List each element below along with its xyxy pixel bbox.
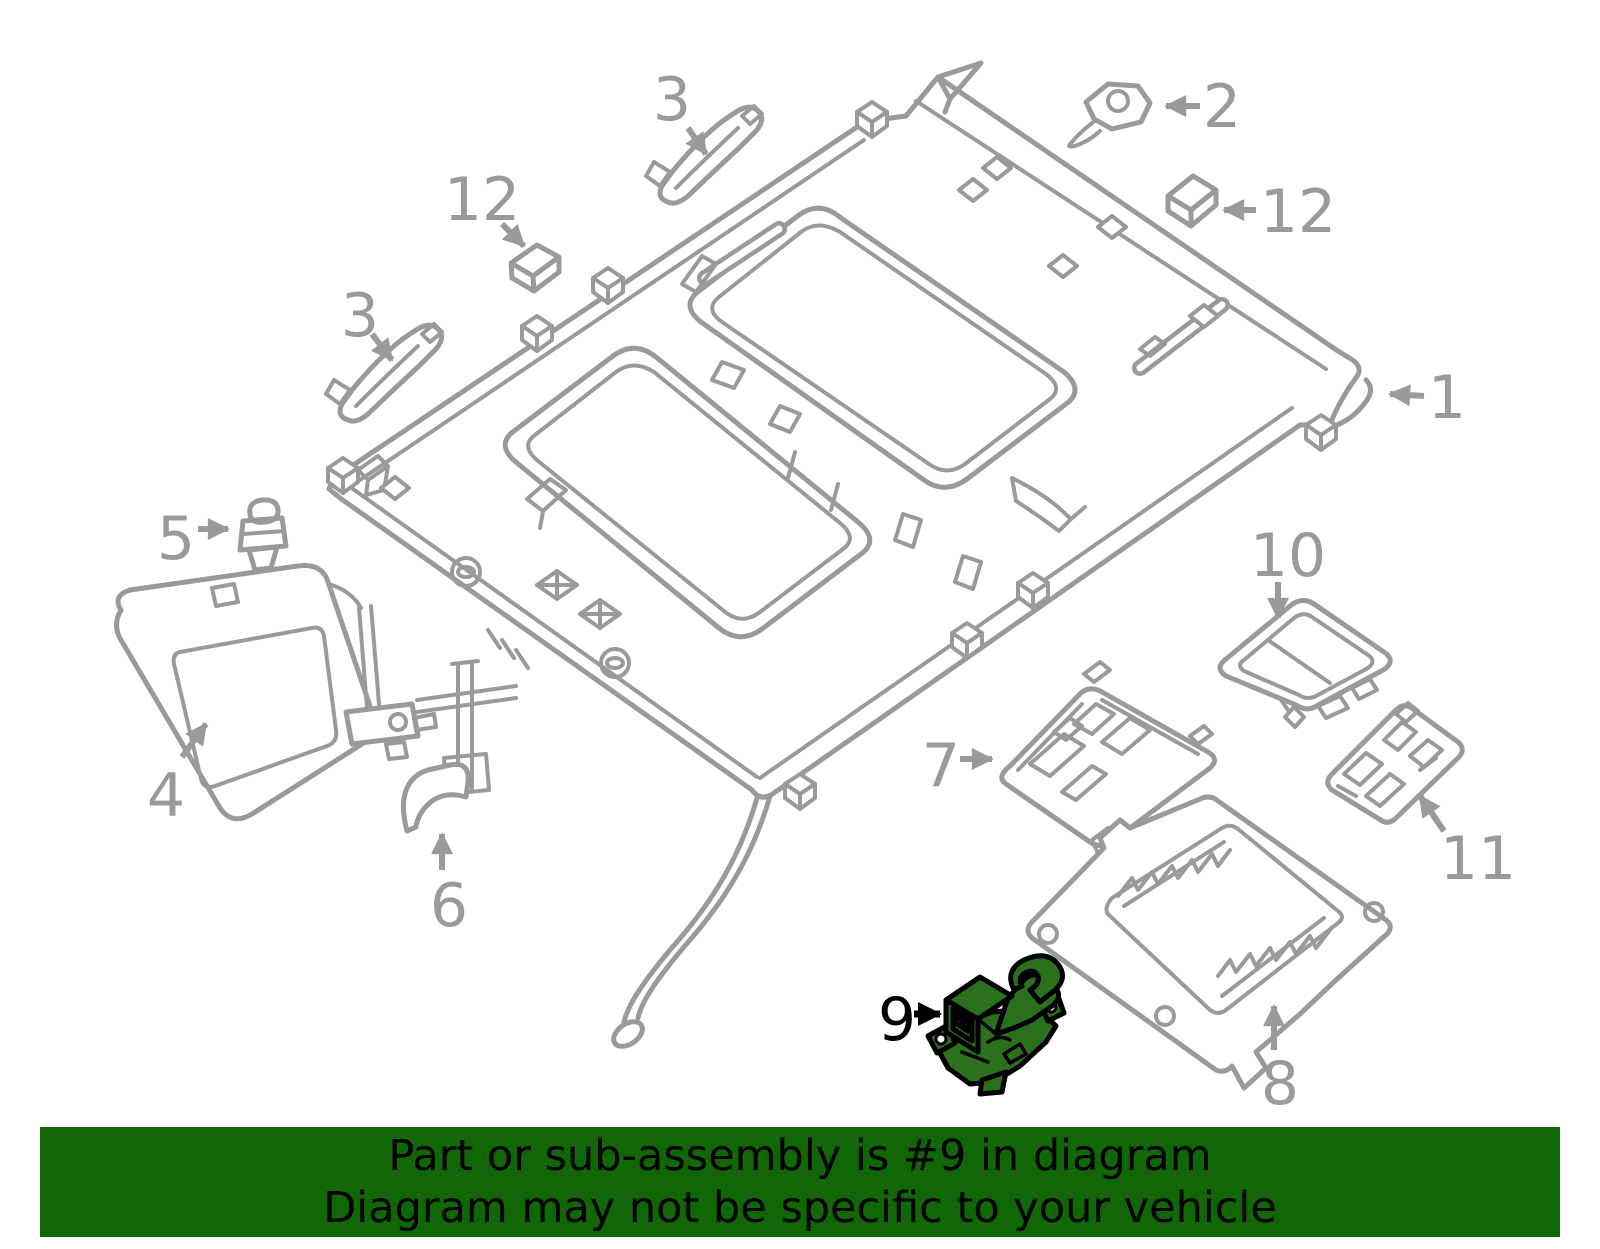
clip-cube [1304, 413, 1338, 452]
callout-9-highlighted: 9 [878, 985, 942, 1055]
grab-handle-top [644, 104, 764, 206]
dome-lamp-part-10 [1217, 598, 1393, 729]
visor-clip-part-5 [237, 497, 289, 573]
highlighted-part-9 [925, 953, 1067, 1097]
banner-line-2: Diagram may not be specific to your vehi… [323, 1183, 1277, 1233]
callout-5: 5 [157, 504, 230, 574]
callout-arrow-12-left [499, 221, 527, 249]
callout-10: 10 [1250, 521, 1326, 620]
sunroof-opening-front [502, 345, 873, 640]
callout-label-5: 5 [157, 504, 195, 574]
retainer-box-right [1165, 173, 1219, 229]
clip-cube [326, 456, 360, 495]
panel-rim-hatches [486, 628, 530, 670]
headliner-panel [326, 60, 1373, 811]
headliner-inner-rims [344, 99, 1328, 780]
callout-label-11: 11 [1440, 824, 1516, 894]
callout-11: 11 [1417, 794, 1516, 894]
callout-label-6: 6 [430, 871, 468, 941]
callout-label-10: 10 [1250, 521, 1326, 591]
callout-12-left: 12 [444, 165, 527, 249]
callout-4: 4 [147, 722, 209, 831]
callout-3-left: 3 [341, 281, 395, 362]
mount-bracket [415, 659, 518, 796]
callout-3-top: 3 [653, 65, 709, 156]
callout-label-3-top: 3 [653, 65, 691, 135]
visor-rod [330, 583, 381, 710]
trim-strand [611, 793, 773, 1049]
module-part-11 [1325, 701, 1465, 825]
callout-label-7: 7 [922, 731, 960, 801]
callout-6: 6 [430, 832, 468, 941]
callout-arrow-3-left [369, 332, 395, 362]
callout-8: 8 [1261, 1004, 1299, 1119]
callout-label-12-right: 12 [1260, 177, 1336, 247]
clip-part-2 [1067, 81, 1153, 149]
banner-line-1: Part or sub-assembly is #9 in diagram [388, 1131, 1212, 1181]
callout-arrow-3-top [685, 126, 709, 156]
callout-label-8: 8 [1261, 1049, 1299, 1119]
sunroof-frame-part-8 [1025, 794, 1393, 1091]
headliner-corner-horn [1329, 377, 1373, 430]
callout-2: 2 [1164, 72, 1241, 142]
clip-cube [783, 772, 817, 811]
callout-label-12-left: 12 [444, 165, 520, 235]
sun-visor [114, 563, 438, 822]
panel-clip-parallelograms [525, 254, 1167, 530]
clip-cube [950, 621, 984, 660]
callout-12-right: 12 [1222, 177, 1336, 247]
headliner-corner-fold [935, 60, 984, 115]
callout-7: 7 [922, 731, 994, 801]
callout-label-4: 4 [147, 761, 185, 831]
clip-cube [591, 266, 625, 305]
clip-cube [855, 100, 889, 139]
callout-arrow-1 [1388, 384, 1425, 407]
clip-cube [520, 314, 554, 353]
grab-handle-left [324, 322, 444, 424]
clip-cube [1016, 571, 1050, 610]
callout-label-9: 9 [878, 985, 916, 1055]
bracket-part-6 [400, 761, 471, 834]
callout-arrow-11 [1417, 794, 1447, 833]
callout-1: 1 [1388, 363, 1466, 433]
callout-label-2: 2 [1203, 72, 1241, 142]
callout-arrow-4 [179, 722, 209, 759]
retainer-box-left [508, 242, 562, 294]
panel-center-details [786, 450, 1087, 591]
overhead-console-part-7 [999, 660, 1217, 866]
sunroof-opening-rear [687, 205, 1078, 490]
callout-label-1: 1 [1428, 363, 1466, 433]
highlight-banner: Part or sub-assembly is #9 in diagram Di… [40, 1127, 1560, 1237]
